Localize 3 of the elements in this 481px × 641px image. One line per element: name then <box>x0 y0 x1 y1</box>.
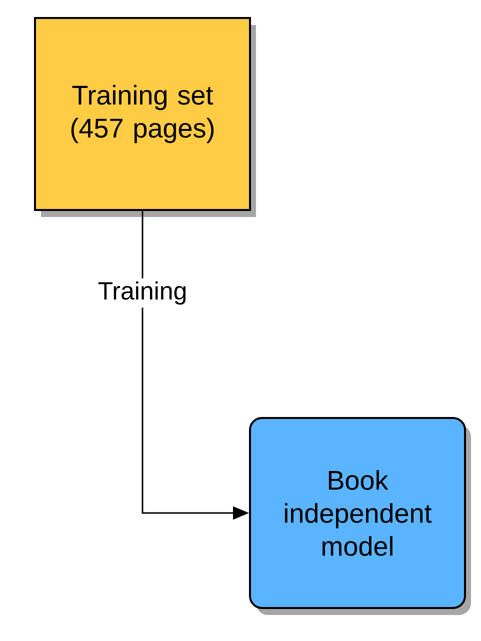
edge-label: Training <box>94 278 190 308</box>
data-box: Training set (457 pages) <box>34 17 256 217</box>
model-box: Book independent model <box>249 417 471 615</box>
